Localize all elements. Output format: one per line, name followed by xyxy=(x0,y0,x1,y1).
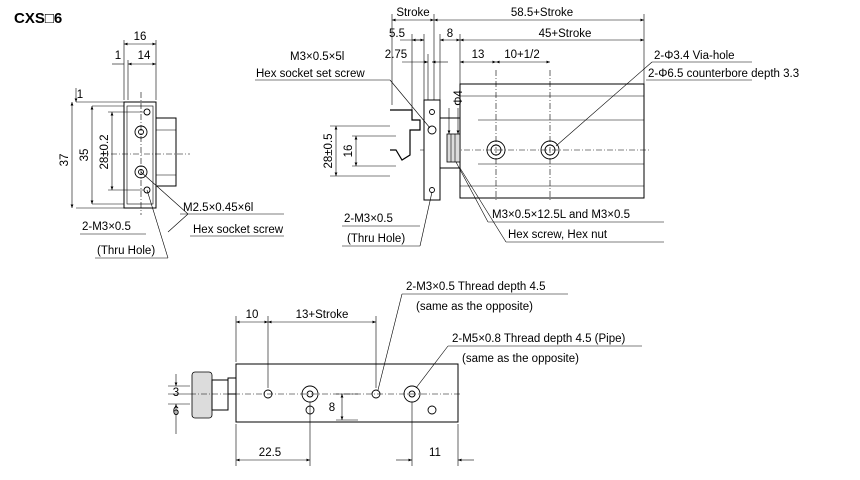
counterbore-1 xyxy=(486,140,506,160)
dim-16: 16 xyxy=(134,31,147,43)
rod-end-nut xyxy=(191,371,213,419)
dim-14: 14 xyxy=(138,50,151,62)
lower-screw-head xyxy=(134,165,148,179)
callout-thread-right: 2-M3×0.5 xyxy=(344,213,393,225)
dim-3: 3 xyxy=(173,387,179,399)
m3-hole-2 xyxy=(371,389,381,399)
counterbore-2 xyxy=(540,140,560,160)
hex-nut xyxy=(446,133,461,163)
m5-thread-label: 2-M5×0.8 Thread depth 4.5 (Pipe) xyxy=(452,333,626,345)
screw-nut-size: M3×0.5×12.5L and M3×0.5 xyxy=(492,209,630,221)
end-plate-side xyxy=(423,99,441,201)
rod-end xyxy=(211,379,229,411)
dim-35: 35 xyxy=(79,149,91,162)
dim-13-side: 13 xyxy=(472,49,485,61)
slide-table xyxy=(235,363,459,423)
callout-thru-left: (Thru Hole) xyxy=(97,245,155,257)
setscrew-hole xyxy=(427,125,437,135)
m3-thread-note: (same as the opposite) xyxy=(416,301,533,313)
dim-10-half: 10+1/2 xyxy=(504,49,540,61)
setscrew-size: M3×0.5×5l xyxy=(290,51,344,63)
screw-nut-name: Hex screw, Hex nut xyxy=(508,229,608,241)
dim-37: 37 xyxy=(59,154,71,167)
m3-thread-label: 2-M3×0.5 Thread depth 4.5 xyxy=(406,281,545,293)
dim-45-stroke: 45+Stroke xyxy=(539,28,592,40)
setscrew-bracket xyxy=(390,109,421,161)
via-hole-label: 2-Φ3.4 Via-hole xyxy=(654,50,735,62)
dim-phi4: Φ4 xyxy=(453,90,465,106)
side-stub xyxy=(155,117,177,187)
callout-thread-left: 2-M3×0.5 xyxy=(82,221,131,233)
dim-5-5: 5.5 xyxy=(389,28,405,40)
dim-8-bottom: 8 xyxy=(329,402,335,414)
dim-22-5: 22.5 xyxy=(259,447,281,459)
callout-thru-right: (Thru Hole) xyxy=(347,233,405,245)
dim-13-stroke: 13+Stroke xyxy=(296,309,349,321)
dim-6: 6 xyxy=(173,406,179,418)
dim-8-side: 8 xyxy=(447,28,453,40)
callout-screw-size: M2.5×0.45×6l xyxy=(183,202,253,214)
left-end-view: 16 1 14 1 37 35 28±0.2 M2.5×0.45×6l Hex … xyxy=(59,31,284,259)
m3-hole-1 xyxy=(263,389,273,399)
end-plate-inner xyxy=(126,105,154,205)
dim-11: 11 xyxy=(429,447,441,459)
dim-58-5-stroke: 58.5+Stroke xyxy=(511,7,573,19)
counterbore-label: 2-Φ6.5 counterbore depth 3.3 xyxy=(648,68,799,80)
dim-2-75: 2.75 xyxy=(385,49,407,61)
dim-10-bottom: 10 xyxy=(246,309,259,321)
m5-thread-note: (same as the opposite) xyxy=(462,353,579,365)
dim-1-left: 1 xyxy=(77,89,83,101)
dim-16-side: 16 xyxy=(343,145,355,158)
dim-stroke: Stroke xyxy=(396,7,429,19)
bottom-top-view: 10 13+Stroke 3 6 8 22.5 11 2-M3×0.5 Thre… xyxy=(168,281,642,466)
callout-screw-name: Hex socket screw xyxy=(193,224,284,236)
dim-28-side: 28±0.5 xyxy=(323,133,335,168)
dim-28-left: 28±0.2 xyxy=(99,134,111,169)
right-side-view: Stroke 58.5+Stroke 5.5 8 45+Stroke 2.75 … xyxy=(255,7,799,247)
end-plate xyxy=(123,101,157,209)
drawing-title: CXS□6 xyxy=(14,10,62,27)
setscrew-name: Hex socket set screw xyxy=(256,68,365,80)
upper-screw-head xyxy=(134,125,148,139)
dim-1-top: 1 xyxy=(115,50,121,62)
